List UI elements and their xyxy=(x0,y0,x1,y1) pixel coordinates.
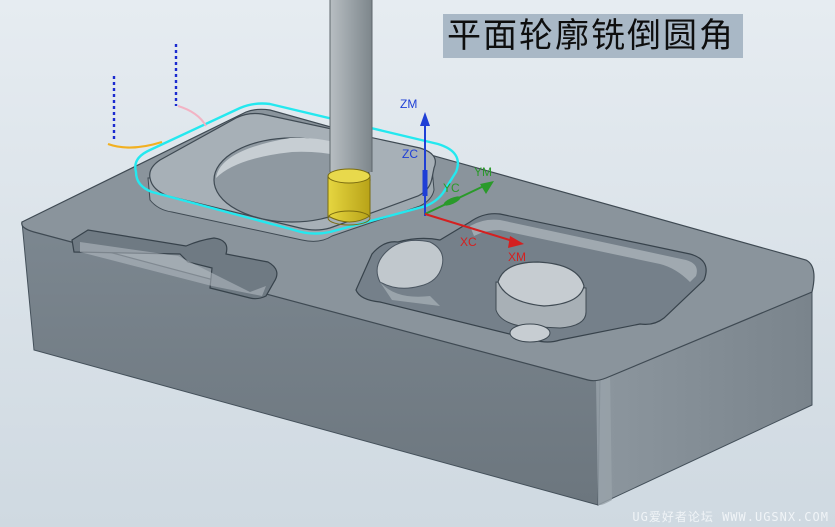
block-front-edge xyxy=(596,370,612,506)
toolpath-profile xyxy=(134,102,460,235)
xm-label: XM xyxy=(508,250,526,264)
toolpath-retract-arc xyxy=(177,105,207,127)
x-axis-arrow xyxy=(508,236,524,248)
left-slot-wall xyxy=(80,242,266,296)
forum-watermark: UG爱好者论坛 WWW.UGSNX.COM xyxy=(632,510,829,524)
x-axis-line xyxy=(424,213,517,243)
y-axis-arrow xyxy=(480,181,494,194)
yc-label: YC xyxy=(443,181,460,195)
zm-label: ZM xyxy=(400,97,418,111)
xc-label: XC xyxy=(460,235,477,249)
operation-title: 平面轮廓铣倒圆角 xyxy=(443,14,743,58)
zc-label: ZC xyxy=(402,147,418,161)
z-axis-arrow xyxy=(420,112,430,126)
tool-holder xyxy=(330,0,372,172)
inner-boss-top xyxy=(497,261,585,307)
ym-label: YM xyxy=(474,165,492,179)
right-pocket-lobe xyxy=(376,239,444,289)
right-pocket-step xyxy=(380,282,440,306)
yc-marker xyxy=(443,196,461,206)
right-pocket-wall xyxy=(470,219,697,282)
toolpath-engage-arc xyxy=(107,140,163,149)
small-round-boss xyxy=(509,323,551,343)
